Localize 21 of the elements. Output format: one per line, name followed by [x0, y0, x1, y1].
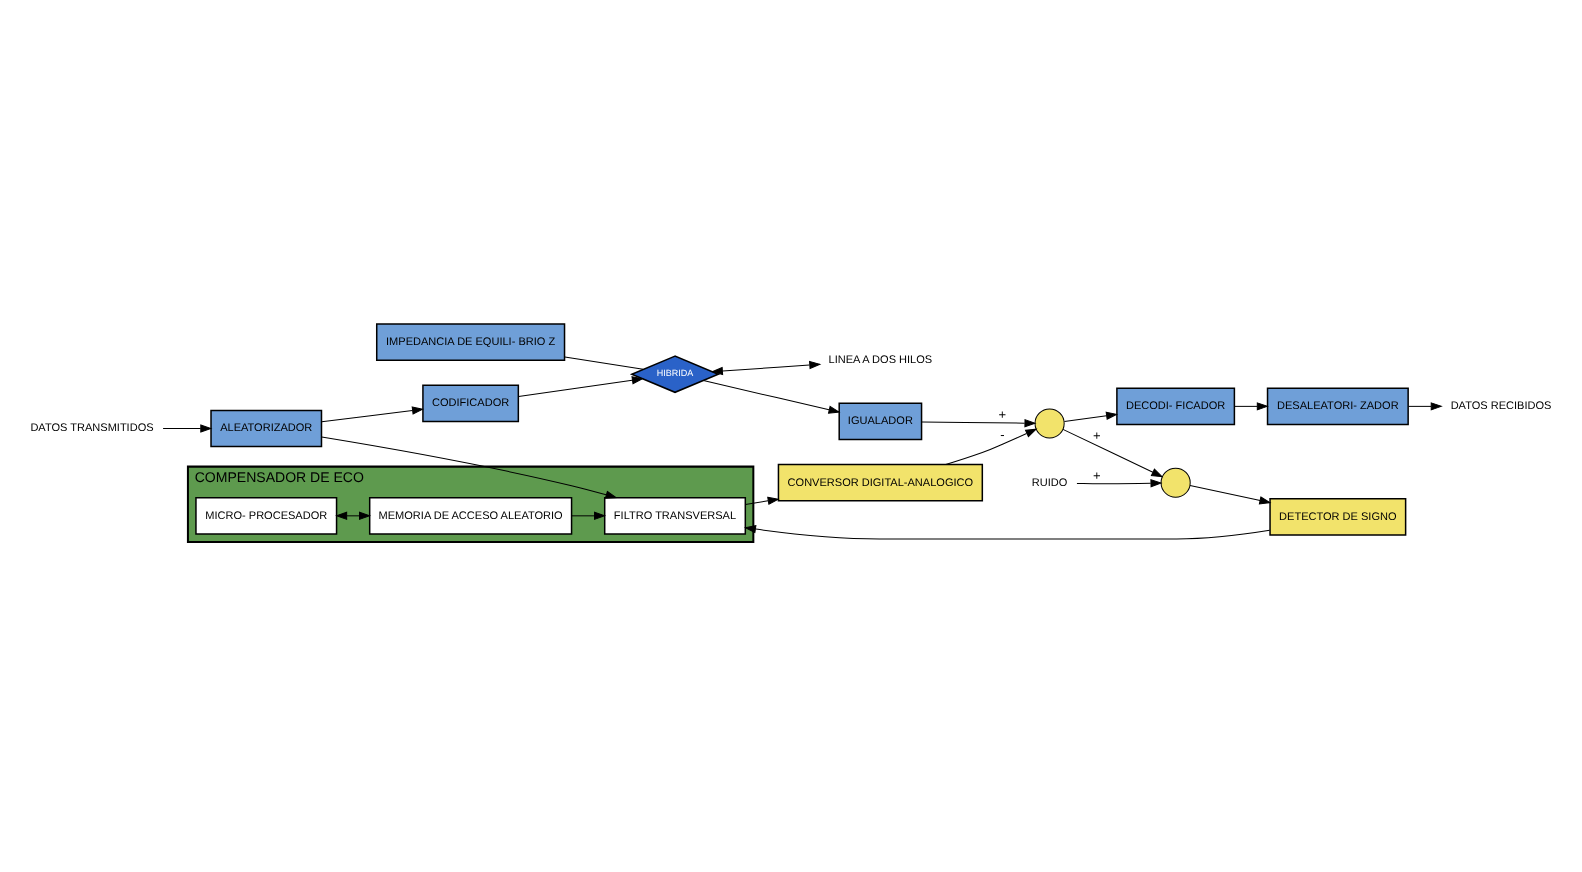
arrow	[336, 510, 371, 519]
arrow	[921, 418, 1036, 427]
node-circle	[1160, 466, 1191, 497]
arrow	[744, 495, 779, 505]
arrow	[744, 524, 1271, 539]
arrow	[1063, 410, 1118, 422]
arrow	[702, 379, 840, 413]
arrow	[571, 510, 606, 519]
connector	[564, 355, 644, 369]
arrow	[945, 427, 1037, 465]
arrow	[518, 375, 643, 397]
arrow	[711, 360, 821, 375]
arrow	[1234, 401, 1268, 410]
arrow	[1062, 427, 1163, 477]
node-circle	[1034, 407, 1065, 438]
arrow	[321, 405, 424, 422]
arrow	[1189, 484, 1271, 504]
arrow	[321, 435, 617, 498]
arrow	[1076, 478, 1162, 487]
arrow	[162, 423, 212, 432]
arrow	[1408, 401, 1442, 410]
